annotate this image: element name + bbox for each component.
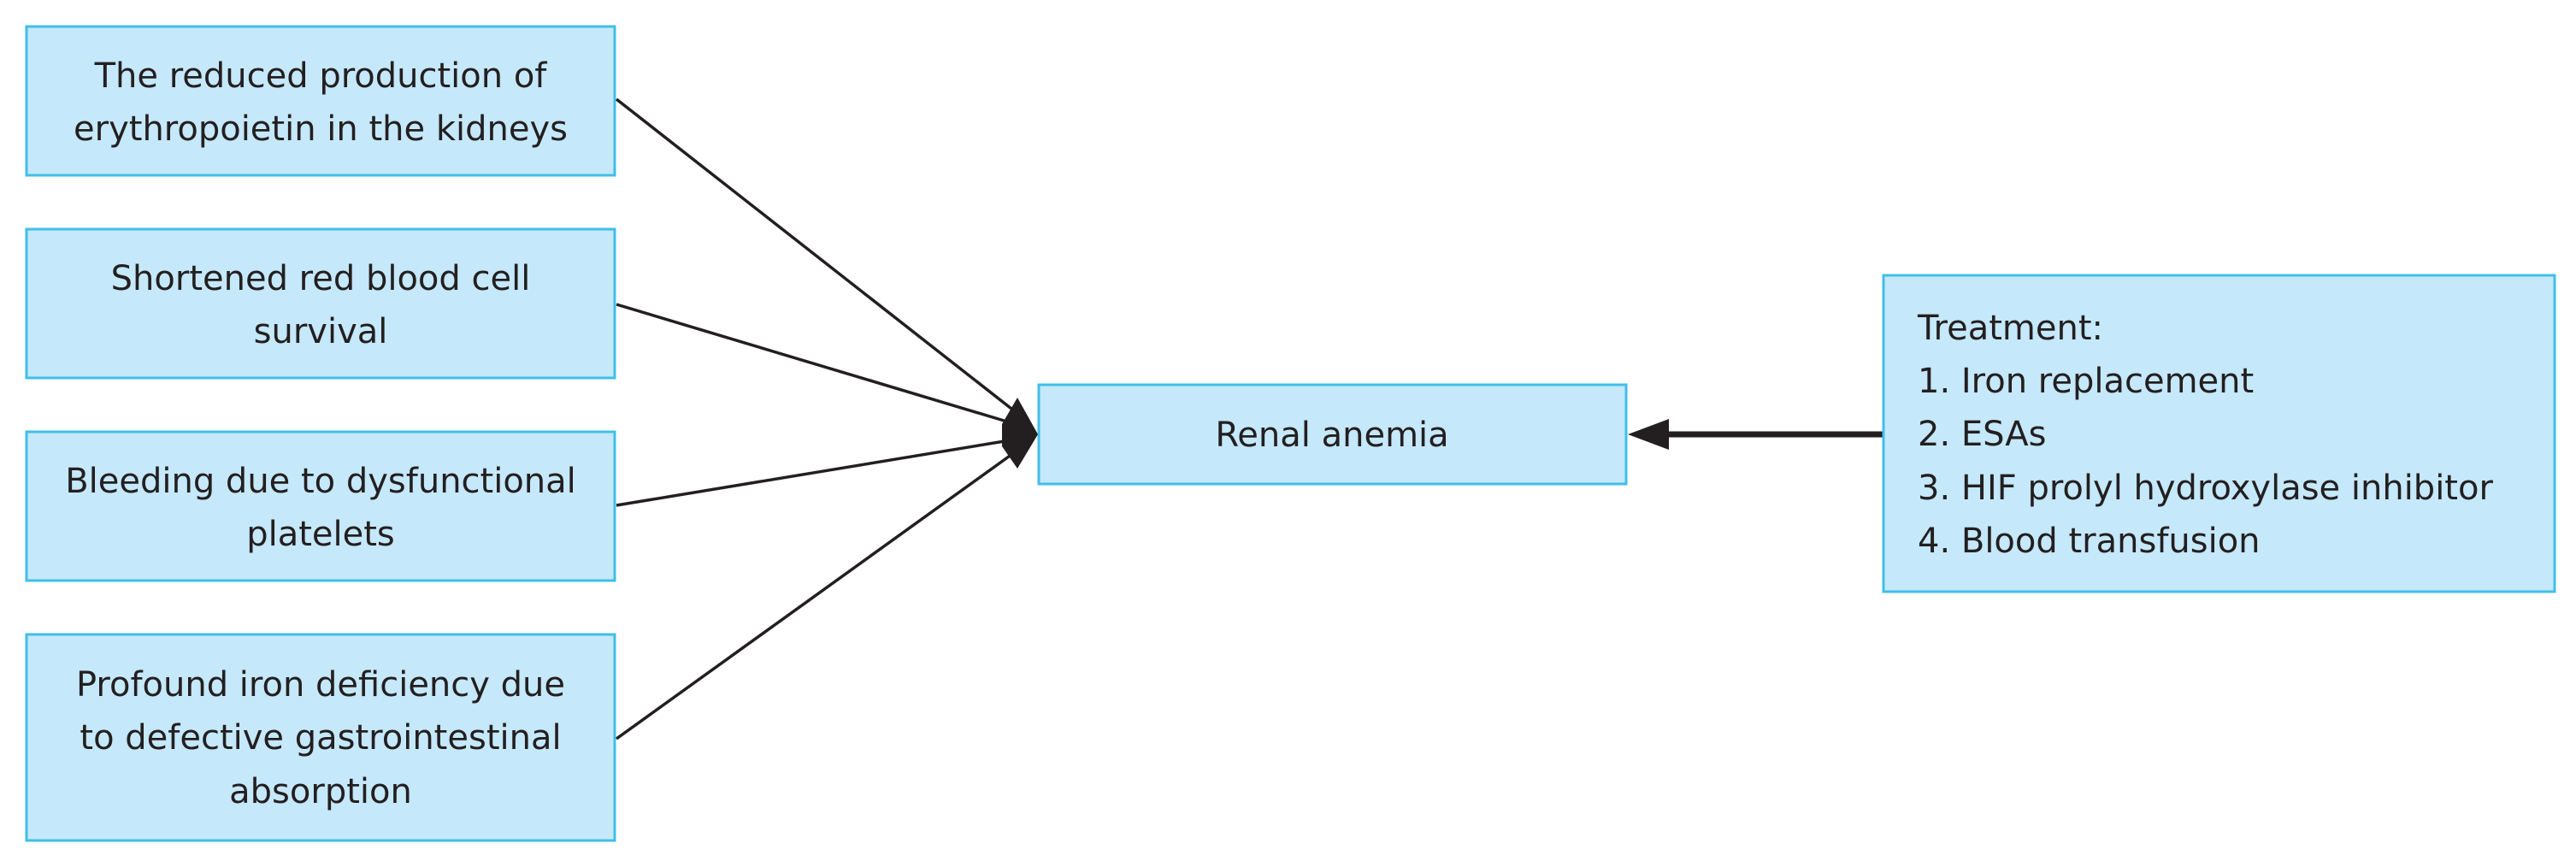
treatment-arrowhead-icon bbox=[1628, 419, 1669, 450]
cause-box-3-line-1: Bleeding due to dysfunctional bbox=[65, 462, 576, 501]
cause-box-1-line-2: erythropoietin in the kidneys bbox=[74, 109, 568, 149]
cause-box-4: Profound iron deficiency due to defectiv… bbox=[25, 633, 616, 842]
cause-box-3: Bleeding due to dysfunctional platelets bbox=[25, 430, 616, 582]
cause-box-2: Shortened red blood cell survival bbox=[25, 227, 616, 380]
center-box-label: Renal anemia bbox=[1215, 416, 1448, 455]
center-box-frame bbox=[1037, 383, 1628, 486]
treatment-item-2: 2. ESAs bbox=[1918, 415, 2047, 454]
cause-box-3-frame bbox=[25, 430, 616, 582]
treatment-heading: Treatment: bbox=[1917, 309, 2103, 348]
cause-box-2-line-2: survival bbox=[254, 312, 388, 351]
cause-box-4-line-1: Profound iron deficiency due bbox=[76, 665, 565, 705]
connector-cause-1 bbox=[615, 97, 1013, 410]
converging-arrowhead-icon bbox=[1002, 398, 1038, 469]
cause-box-2-line-1: Shortened red blood cell bbox=[111, 259, 531, 298]
cause-box-2-frame bbox=[25, 227, 616, 380]
cause-box-3-line-2: platelets bbox=[246, 515, 395, 554]
treatment-item-3: 3. HIF prolyl hydroxylase inhibitor bbox=[1918, 469, 2493, 508]
cause-box-1-frame bbox=[25, 25, 616, 177]
connector-cause-3 bbox=[616, 439, 1011, 507]
cause-box-4-frame bbox=[25, 633, 616, 842]
center-box: Renal anemia bbox=[1037, 383, 1628, 486]
cause-box-4-line-2: to defective gastrointestinal bbox=[80, 718, 561, 758]
cause-box-1-line-1: The reduced production of bbox=[94, 56, 548, 96]
treatment-box-frame bbox=[1882, 274, 2556, 593]
connector-cause-2 bbox=[616, 303, 1011, 424]
cause-box-1: The reduced production of erythropoietin… bbox=[25, 25, 616, 177]
treatment-item-4: 4. Blood transfusion bbox=[1918, 522, 2261, 561]
cause-box-4-line-3: absorption bbox=[229, 772, 412, 811]
treatment-box: Treatment: 1. Iron replacement 2. ESAs 3… bbox=[1882, 274, 2556, 593]
connector-cause-4 bbox=[615, 452, 1014, 740]
treatment-item-1: 1. Iron replacement bbox=[1918, 362, 2254, 401]
